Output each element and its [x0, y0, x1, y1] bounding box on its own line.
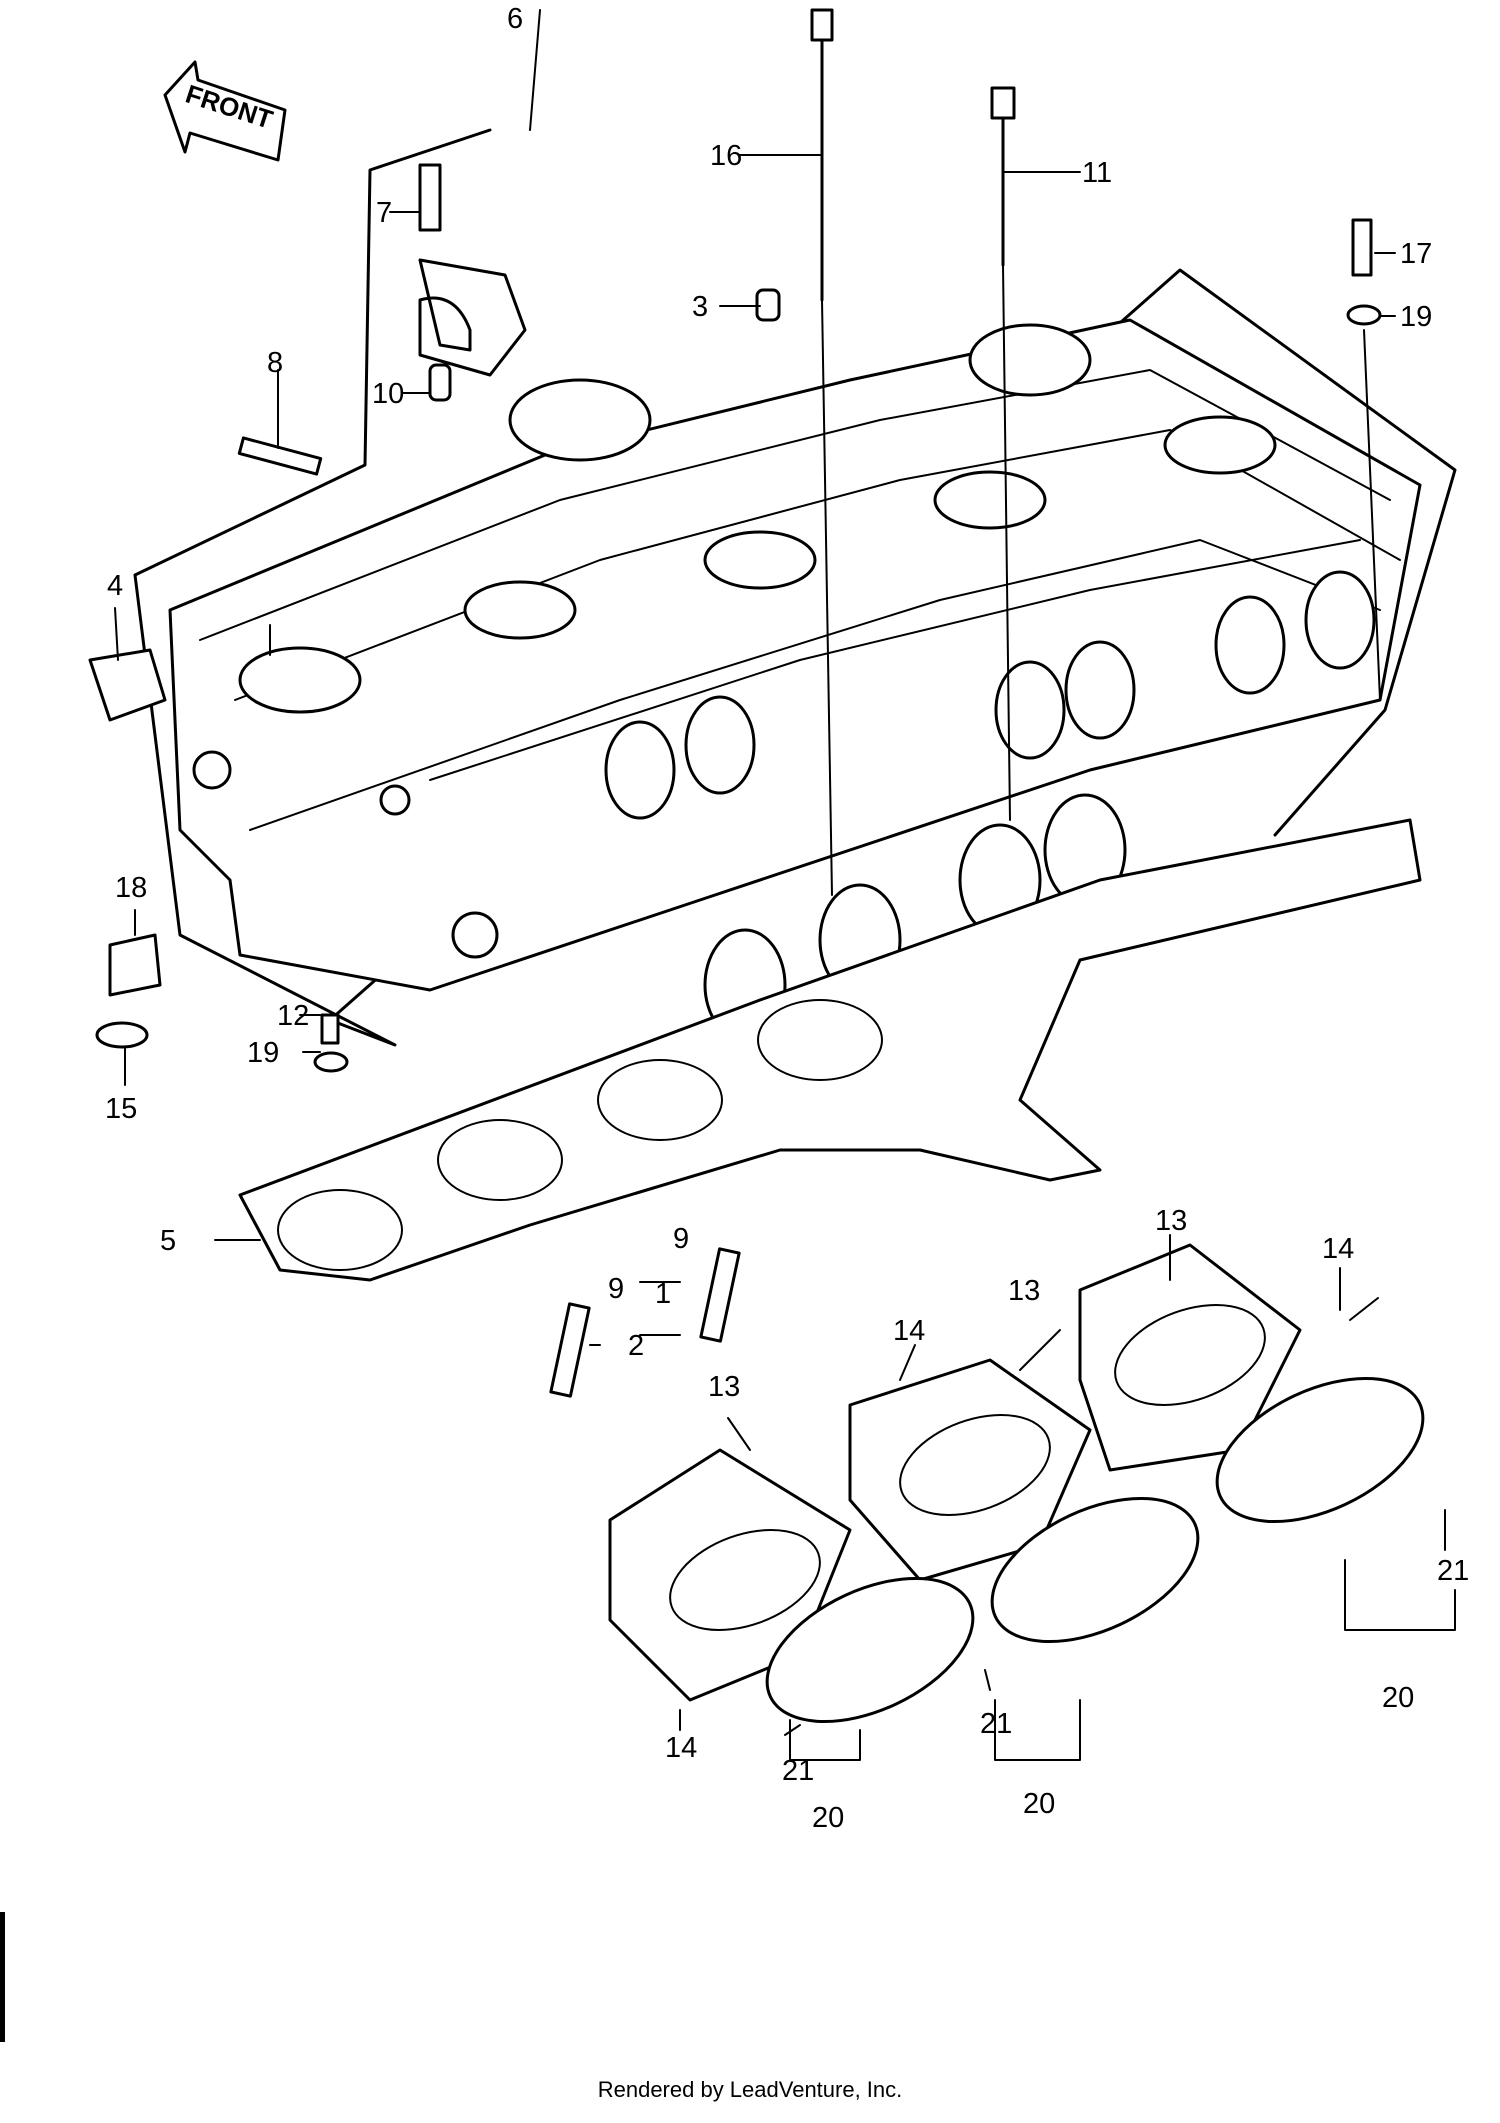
callout-20a: 20: [812, 1802, 844, 1834]
callout-11: 11: [1082, 157, 1112, 189]
oil-plug: [88, 648, 167, 722]
bolt-leader-line: [821, 299, 833, 896]
head-bolt-short: [990, 86, 1016, 267]
callout-9a: 9: [673, 1223, 689, 1255]
cylinder-head-group-outline: [133, 128, 1457, 1047]
leader-4: [114, 607, 119, 661]
callout-20c: 20: [1382, 1682, 1414, 1714]
callout-labels: 1 2 3 4 5 6 7 8 9 9 10 11 12 13 13 13 14…: [105, 3, 1469, 1834]
cylinder-head: [168, 318, 1422, 1042]
front-arrow-icon: FRONT: [163, 60, 287, 162]
callout-2: 2: [628, 1330, 644, 1362]
head-gasket: [238, 818, 1422, 1282]
callout-14b: 14: [1322, 1233, 1354, 1265]
callout-7: 7: [376, 197, 392, 229]
callout-10: 10: [372, 378, 404, 410]
small-bolt: [320, 1013, 340, 1045]
footer-credit: Rendered by LeadVenture, Inc.: [597, 2077, 903, 2102]
head-bolt-long: [810, 8, 834, 302]
acorn-nut: [108, 933, 162, 997]
dowel-pin: [428, 363, 452, 402]
washer-top: [1346, 304, 1382, 326]
page-edge-marker: [0, 1912, 5, 2042]
valve-guide-2: [549, 1302, 591, 1398]
callout-5: 5: [160, 1225, 176, 1257]
callout-19b: 19: [247, 1037, 279, 1069]
callout-21a: 21: [1437, 1555, 1469, 1587]
callout-9b: 9: [608, 1273, 624, 1305]
callout-12: 12: [277, 1000, 309, 1032]
callout-13a: 13: [708, 1371, 740, 1403]
stud: [237, 436, 323, 476]
banjo-bolt: [1351, 218, 1373, 277]
washer: [95, 1021, 149, 1049]
callout-21c: 21: [782, 1755, 814, 1787]
callout-1: 1: [655, 1278, 671, 1310]
valve-guide: [699, 1247, 741, 1343]
callout-8: 8: [267, 347, 283, 379]
leader-lines: [124, 9, 1456, 1761]
bolt-leader-line-2: [1002, 264, 1011, 821]
callout-6: 6: [507, 3, 523, 35]
callout-14c: 14: [665, 1732, 697, 1764]
callout-14a: 14: [893, 1315, 925, 1347]
callout-19a: 19: [1400, 301, 1432, 333]
washer-small: [313, 1051, 349, 1073]
callout-21b: 21: [980, 1708, 1012, 1740]
sleeve: [755, 288, 781, 322]
callout-3: 3: [692, 291, 708, 323]
callout-18: 18: [115, 872, 147, 904]
intake-holders: [608, 1243, 1425, 1724]
callout-17: 17: [1400, 238, 1432, 270]
callout-4: 4: [107, 570, 123, 602]
callout-16: 16: [710, 140, 742, 172]
callout-13c: 13: [1155, 1205, 1187, 1237]
camshaft-cap: [418, 163, 527, 377]
callout-20b: 20: [1023, 1788, 1055, 1820]
front-label: FRONT: [182, 79, 277, 135]
callout-15: 15: [105, 1093, 137, 1125]
callout-13b: 13: [1008, 1275, 1040, 1307]
leader-17: [1363, 329, 1381, 701]
